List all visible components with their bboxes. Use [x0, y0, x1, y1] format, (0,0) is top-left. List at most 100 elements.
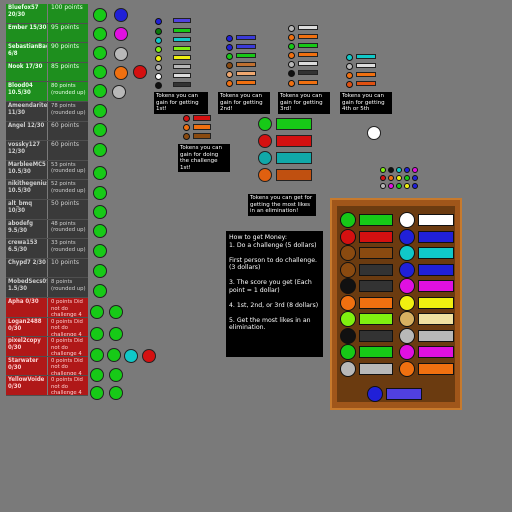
- token-cyan: [124, 349, 138, 363]
- token-green: [109, 386, 123, 400]
- token-label: [173, 73, 191, 78]
- corkboard-token: [340, 212, 356, 228]
- token-label: [356, 72, 376, 77]
- token-label: [236, 44, 256, 49]
- rule-2: First person to do challenge.(3 dollars): [229, 256, 318, 272]
- token-green: [396, 183, 402, 189]
- corkboard-token-label: [418, 214, 454, 226]
- token-green: [93, 65, 107, 79]
- token-black: [288, 70, 295, 77]
- player-name: Chypd7 2/30: [6, 258, 47, 278]
- token-yellow: [404, 183, 410, 189]
- token-green: [93, 8, 107, 22]
- token-green: [90, 327, 104, 341]
- token-green: [109, 327, 123, 341]
- corkboard-token: [340, 327, 356, 344]
- player-points: 85 points: [48, 62, 88, 82]
- token-label: [298, 34, 318, 39]
- token-blue: [114, 8, 128, 22]
- token-red: [258, 134, 272, 148]
- token-label: [298, 80, 318, 85]
- token-label: [173, 18, 191, 23]
- token-label: [298, 25, 318, 30]
- token-green: [93, 46, 107, 60]
- player-points: 90 points: [48, 43, 88, 62]
- token-gray: [112, 85, 126, 99]
- token-label: [298, 70, 318, 75]
- token-label: [193, 133, 211, 139]
- token-blue: [412, 183, 418, 189]
- token-label: [298, 43, 318, 48]
- corkboard-token: [399, 360, 415, 377]
- corkboard-token: [399, 327, 415, 344]
- token-label: [173, 37, 191, 42]
- player-points: 53 points (rounded up): [48, 160, 88, 180]
- token-label: [298, 61, 318, 66]
- corkboard-token-label: [386, 388, 422, 400]
- scoreboard-row: SebastianBadOnFox 6/890 points: [6, 43, 88, 63]
- player-points: 8 points (rounded up): [48, 278, 88, 297]
- player-points: 0 points Did not do challenge 4 strike: [48, 297, 88, 317]
- token-lime: [380, 167, 386, 173]
- player-points: 78 points (rounded up): [48, 101, 88, 121]
- token-label: [276, 169, 312, 181]
- corkboard-token: [340, 311, 356, 327]
- corkboard-token: [340, 245, 356, 261]
- player-name: alt_bmq 10/30: [6, 199, 47, 219]
- rules-title: How to get Money:: [229, 234, 287, 241]
- player-name: MarbleeMC5 10.5/30: [6, 160, 47, 180]
- rule-1: 1. Do a challenge (5 dollars): [229, 241, 317, 249]
- token-magenta: [412, 167, 418, 173]
- token-orange: [346, 81, 353, 88]
- token-green: [93, 284, 107, 298]
- token-gray: [288, 25, 295, 32]
- token-gray: [114, 47, 128, 61]
- token-label: [193, 115, 211, 121]
- player-points: 0 points Did not do challenge 4 strike: [48, 376, 88, 395]
- token-label: [356, 81, 376, 86]
- rule-5: 5. Get the most likes in an elimination.: [229, 316, 311, 332]
- player-points: 0 points Did not do challenge 4 strike: [48, 337, 88, 356]
- token-label: [236, 80, 256, 85]
- token-white: [155, 73, 162, 80]
- token-orange: [258, 168, 272, 182]
- player-name: YellowVoide 0/30: [6, 376, 47, 395]
- token-label: [356, 54, 376, 59]
- player-name: Nook 17/30: [6, 62, 47, 82]
- caption-second: Tokens you can gain for getting 2nd!: [218, 92, 270, 114]
- corkboard-token-label: [418, 280, 454, 292]
- token-green: [90, 386, 104, 400]
- token-label: [276, 152, 312, 164]
- token-red: [142, 349, 156, 363]
- corkboard-token: [340, 360, 356, 377]
- token-brown: [183, 133, 190, 140]
- token-gray: [155, 64, 162, 71]
- token-label: [173, 28, 191, 33]
- token-label: [236, 35, 256, 40]
- corkboard-token: [399, 212, 415, 228]
- token-green: [93, 166, 107, 180]
- caption-fourth: Tokens you can gain for getting 4th or 5…: [340, 92, 392, 114]
- token-black: [388, 167, 394, 173]
- token-blue: [226, 44, 233, 51]
- token-orange: [288, 52, 295, 59]
- caption-challenge: Tokens you can gain for doing the challe…: [178, 144, 230, 172]
- token-orange: [114, 66, 128, 80]
- corkboard-token-label: [359, 346, 393, 358]
- token-orange: [183, 124, 190, 131]
- token-white: [367, 126, 381, 140]
- token-label: [298, 52, 318, 57]
- corkboard-token-label: [359, 362, 393, 375]
- token-green: [107, 348, 121, 362]
- player-name: crewa153 6.5/30: [6, 239, 47, 258]
